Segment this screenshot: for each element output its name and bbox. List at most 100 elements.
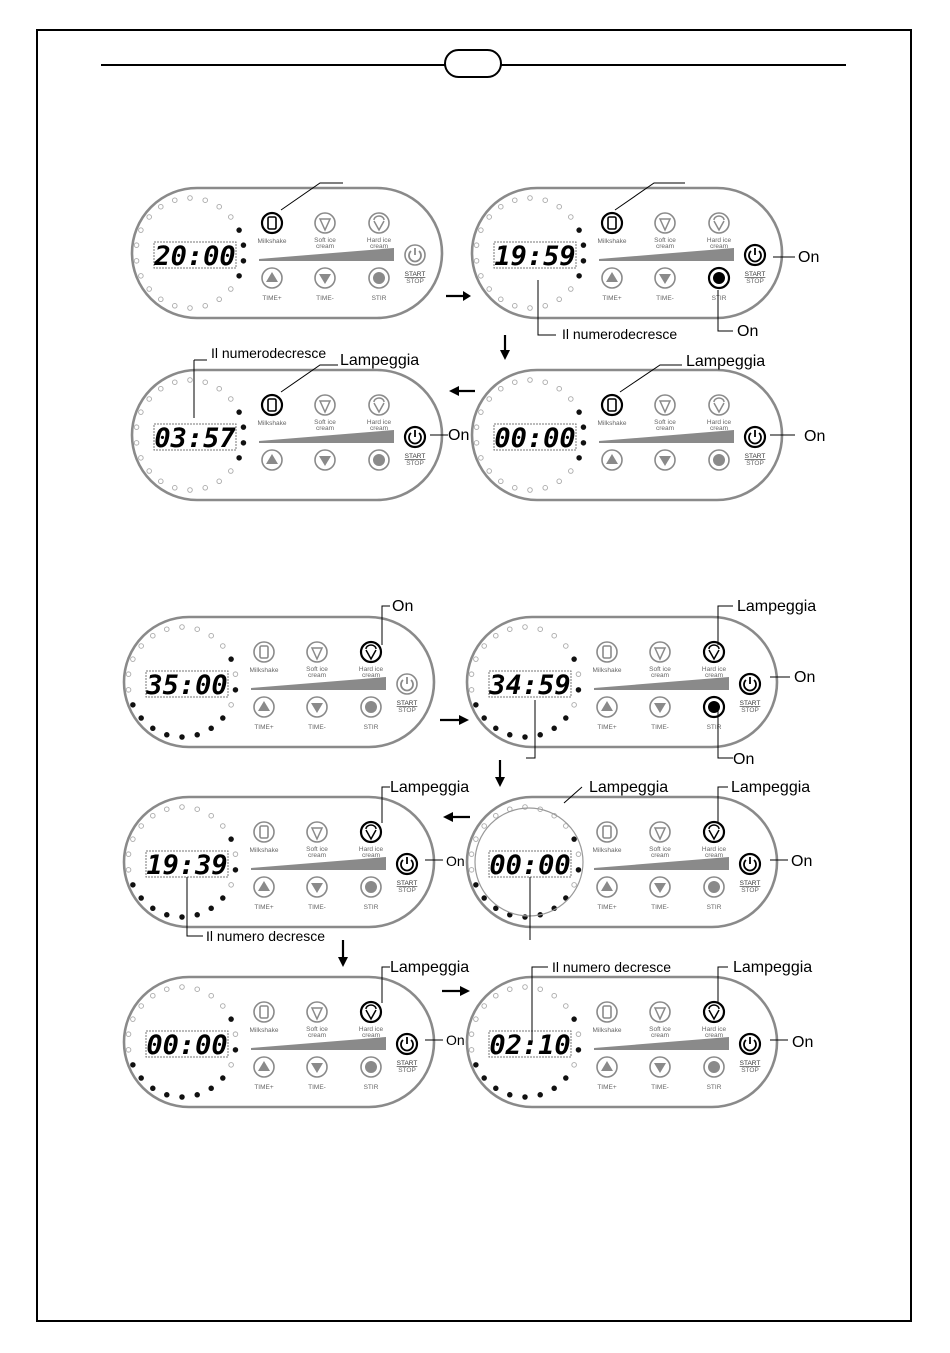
time-down-button[interactable] xyxy=(306,696,328,718)
triangle-down-shape xyxy=(654,1063,666,1073)
stir-button[interactable] xyxy=(368,267,390,289)
time-up-button[interactable] xyxy=(253,876,275,898)
milkshake-button[interactable] xyxy=(260,393,284,417)
soft-ice-cream-button[interactable] xyxy=(649,821,671,843)
scoop-shape xyxy=(708,1004,720,1021)
hard-ice-cream-button[interactable] xyxy=(702,820,726,844)
hard-ice-cream-button[interactable] xyxy=(708,212,730,234)
cone-shape xyxy=(310,827,324,841)
indicator-dot xyxy=(473,656,479,662)
stir-button[interactable] xyxy=(368,449,390,471)
stir-button[interactable] xyxy=(703,1056,725,1078)
time-up-button[interactable] xyxy=(596,1056,618,1078)
time-up-button[interactable] xyxy=(596,876,618,898)
power-button[interactable] xyxy=(404,244,426,266)
time-down-label: TIME- xyxy=(316,295,334,302)
milkshake-icon xyxy=(600,393,624,417)
time-up-button[interactable] xyxy=(596,696,618,718)
hard-ice-cream-button[interactable] xyxy=(702,1000,726,1024)
stir-button[interactable] xyxy=(360,696,382,718)
stir-button[interactable] xyxy=(360,1056,382,1078)
power-button[interactable] xyxy=(403,425,427,449)
stir-button[interactable] xyxy=(707,266,731,290)
soft-ice-cream-button[interactable] xyxy=(306,641,328,663)
indicator-dot xyxy=(512,379,518,385)
lcd-display: 00:00 xyxy=(494,423,575,454)
soft-ice-cream-button[interactable] xyxy=(314,212,336,234)
soft-ice-cream-button[interactable] xyxy=(654,212,676,234)
time-down-button[interactable] xyxy=(649,876,671,898)
soft-ice-cream-button[interactable] xyxy=(306,821,328,843)
stop-label: STOP xyxy=(746,460,764,467)
hard-ice-cream-button[interactable] xyxy=(359,820,383,844)
indicator-dot xyxy=(537,626,543,632)
power-button[interactable] xyxy=(396,673,418,695)
time-up-button[interactable] xyxy=(601,267,623,289)
hard-ice-cream-button[interactable] xyxy=(708,394,730,416)
soft-ice-cream-button[interactable] xyxy=(306,1001,328,1023)
indicator-dot xyxy=(522,734,528,740)
indicator-dot xyxy=(158,296,164,303)
soft-ice-cream-button[interactable] xyxy=(649,1001,671,1023)
time-down-button[interactable] xyxy=(314,449,336,471)
power-button[interactable] xyxy=(738,1032,762,1056)
hard-ice-cream-button[interactable] xyxy=(359,640,383,664)
stir-button[interactable] xyxy=(360,876,382,898)
lcd-display: 34:59 xyxy=(488,670,570,701)
milkshake-button[interactable] xyxy=(600,211,624,235)
level-bar xyxy=(259,430,394,443)
level-bar xyxy=(594,677,729,690)
triangle-up-shape xyxy=(601,701,613,711)
indicator-dot xyxy=(138,715,144,721)
power-button[interactable] xyxy=(743,425,767,449)
indicator-dot xyxy=(228,836,234,842)
milkshake-button[interactable] xyxy=(596,1001,618,1023)
milkshake-button[interactable] xyxy=(260,211,284,235)
stir-button[interactable] xyxy=(702,695,726,719)
time-down-button[interactable] xyxy=(654,449,676,471)
indicator-dot xyxy=(172,303,178,309)
time-up-button[interactable] xyxy=(253,1056,275,1078)
hard-ice-cream-button[interactable] xyxy=(368,394,390,416)
indicator-dot xyxy=(150,812,156,819)
lcd-display-frame xyxy=(145,670,229,698)
power-button[interactable] xyxy=(395,1032,419,1056)
time-up-button[interactable] xyxy=(261,449,283,471)
power-button[interactable] xyxy=(743,243,767,267)
hard-ice-cream-label: cream xyxy=(710,425,728,432)
stir-button[interactable] xyxy=(703,876,725,898)
soft-ice-cream-button[interactable] xyxy=(654,394,676,416)
indicator-dot xyxy=(208,812,214,819)
milkshake-button[interactable] xyxy=(253,1001,275,1023)
power-button[interactable] xyxy=(738,852,762,876)
milkshake-button[interactable] xyxy=(596,641,618,663)
hard-ice-cream-button[interactable] xyxy=(368,212,390,234)
time-down-button[interactable] xyxy=(314,267,336,289)
milkshake-button[interactable] xyxy=(596,821,618,843)
milkshake-button[interactable] xyxy=(600,393,624,417)
time-up-button[interactable] xyxy=(253,696,275,718)
milkshake-button[interactable] xyxy=(253,821,275,843)
time-down-button[interactable] xyxy=(649,696,671,718)
indicator-dot xyxy=(194,732,200,738)
indicator-dot xyxy=(512,197,518,203)
time-down-button[interactable] xyxy=(306,1056,328,1078)
triangle-up-shape xyxy=(258,701,270,711)
time-down-button[interactable] xyxy=(306,876,328,898)
time-up-button[interactable] xyxy=(601,449,623,471)
time-down-button[interactable] xyxy=(654,267,676,289)
stir-button[interactable] xyxy=(708,449,730,471)
power-button[interactable] xyxy=(738,672,762,696)
time-up-button[interactable] xyxy=(261,267,283,289)
power-arc-shape xyxy=(408,250,422,263)
milkshake-button[interactable] xyxy=(253,641,275,663)
soft-ice-cream-button[interactable] xyxy=(314,394,336,416)
hard-ice-cream-button[interactable] xyxy=(359,1000,383,1024)
hard-ice-cream-button[interactable] xyxy=(702,640,726,664)
indicator-dot xyxy=(130,656,136,662)
indicator-dot xyxy=(522,1094,528,1100)
on-label: On xyxy=(792,1034,813,1051)
soft-ice-cream-button[interactable] xyxy=(649,641,671,663)
time-down-button[interactable] xyxy=(649,1056,671,1078)
power-button[interactable] xyxy=(395,852,419,876)
